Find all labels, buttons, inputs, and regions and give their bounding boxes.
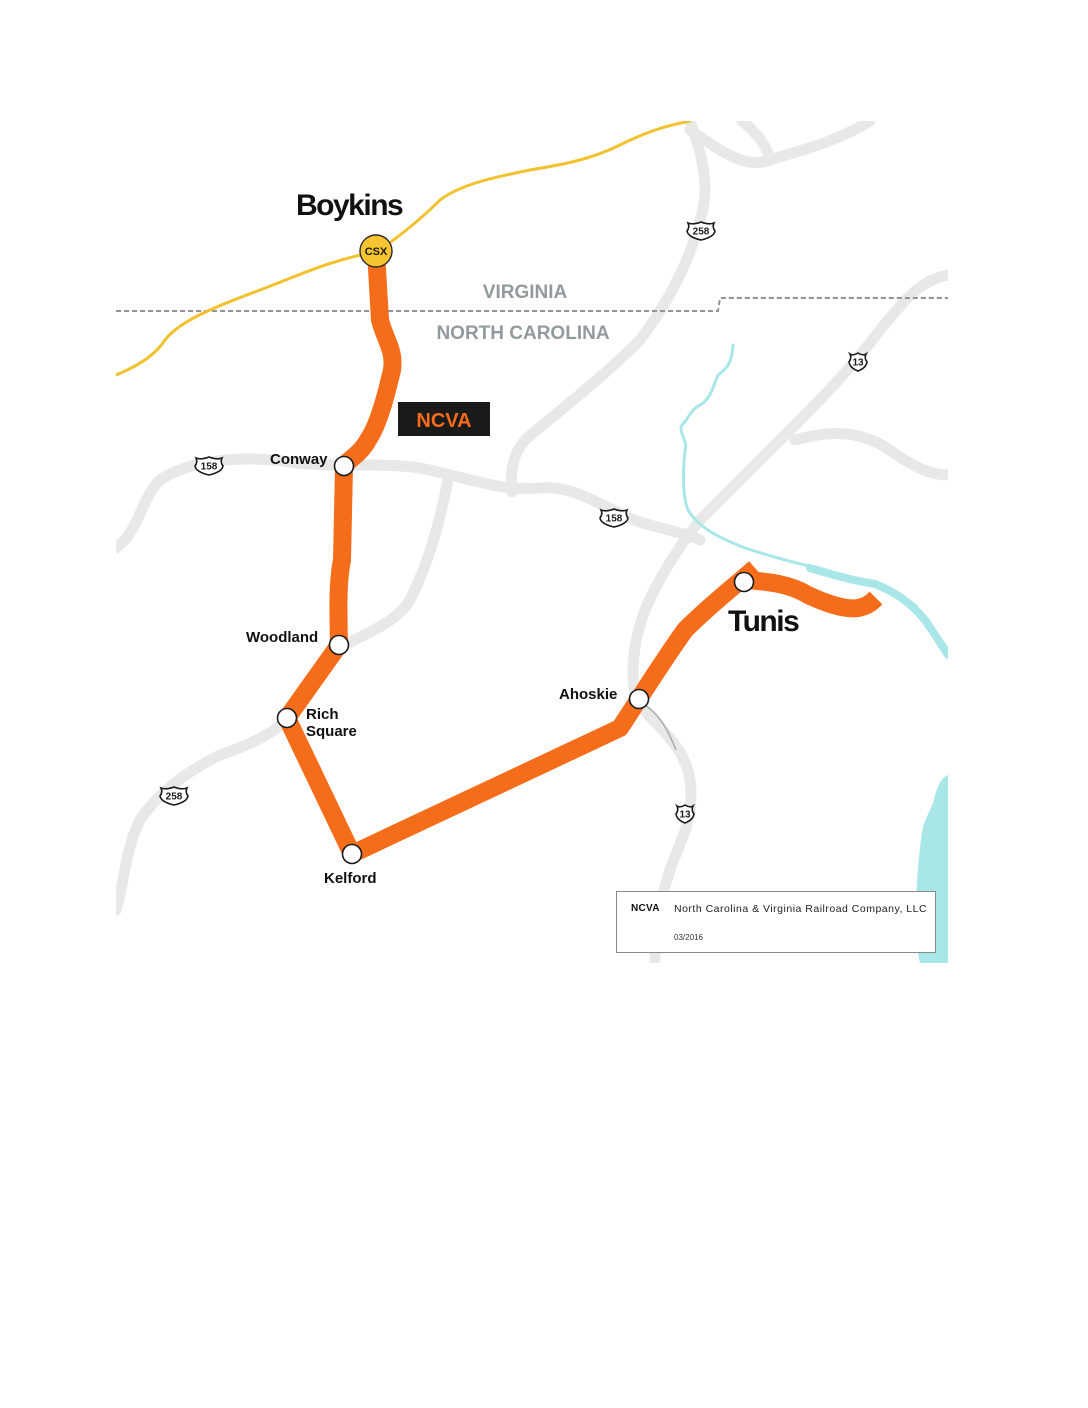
station-label-square: Square: [306, 723, 357, 740]
state-border: [116, 297, 948, 312]
road-northeast-loop: [684, 121, 876, 169]
river-wide-section: [806, 564, 948, 659]
legend-date: 03/2016: [674, 933, 703, 942]
ncva-badge: NCVA: [398, 402, 490, 436]
state-label-north-carolina: NORTH CAROLINA: [436, 323, 609, 344]
station-label-rich: Rich: [306, 706, 339, 723]
roads: [116, 121, 948, 963]
ahoskie-spur: [644, 704, 677, 751]
ncva-badge-label: NCVA: [416, 410, 471, 432]
route-number: 13: [679, 810, 691, 821]
station-marker-kelford[interactable]: [341, 843, 363, 865]
state-label-virginia: VIRGINIA: [483, 282, 568, 303]
us-route-shield-icon: 13: [847, 351, 869, 372]
station-marker-woodland[interactable]: [328, 634, 350, 656]
route-number: 258: [166, 792, 183, 803]
legend-abbreviation: NCVA: [631, 903, 660, 914]
csx-label: CSX: [365, 246, 388, 258]
road-us258-south: [116, 712, 293, 916]
stations: [276, 455, 755, 865]
road-us13: [627, 269, 948, 963]
station-label-ahoskie: Ahoskie: [559, 686, 617, 703]
station-label-woodland: Woodland: [246, 629, 318, 646]
legend-company-name: North Carolina & Virginia Railroad Compa…: [674, 903, 928, 915]
route-number: 158: [606, 514, 623, 525]
route-number: 13: [852, 358, 864, 369]
us-route-shield-icon: 13: [674, 803, 696, 824]
us-route-shield-icon: 158: [194, 456, 224, 476]
csx-connection-marker: CSX: [359, 234, 393, 268]
station-label-kelford: Kelford: [324, 870, 377, 887]
road-northeast-branch: [736, 121, 776, 166]
road-us258-north: [505, 121, 711, 498]
road-east-branch: [789, 428, 948, 481]
station-marker-tunis[interactable]: [733, 571, 755, 593]
station-label-conway: Conway: [270, 451, 328, 468]
town-label-tunis: Tunis: [728, 605, 799, 638]
csx-line: [116, 121, 692, 377]
station-marker-rich-square[interactable]: [276, 707, 298, 729]
ncva-rail-tunis-spur: [747, 571, 883, 618]
ncva-rail-line: [278, 251, 761, 863]
station-marker-conway[interactable]: [333, 455, 355, 477]
route-number: 258: [693, 227, 710, 238]
us-route-shield-icon: 258: [159, 786, 189, 806]
town-label-boykins: Boykins: [296, 189, 403, 222]
route-shields: 258 158 158 13 13 258: [159, 221, 869, 824]
us-route-shield-icon: 158: [599, 508, 629, 528]
route-number: 158: [201, 462, 218, 473]
road-us158: [116, 453, 706, 554]
map-legend: NCVA North Carolina & Virginia Railroad …: [616, 891, 936, 953]
us-route-shield-icon: 258: [686, 221, 716, 241]
road-woodland-connector: [334, 474, 454, 654]
station-marker-ahoskie[interactable]: [628, 688, 650, 710]
